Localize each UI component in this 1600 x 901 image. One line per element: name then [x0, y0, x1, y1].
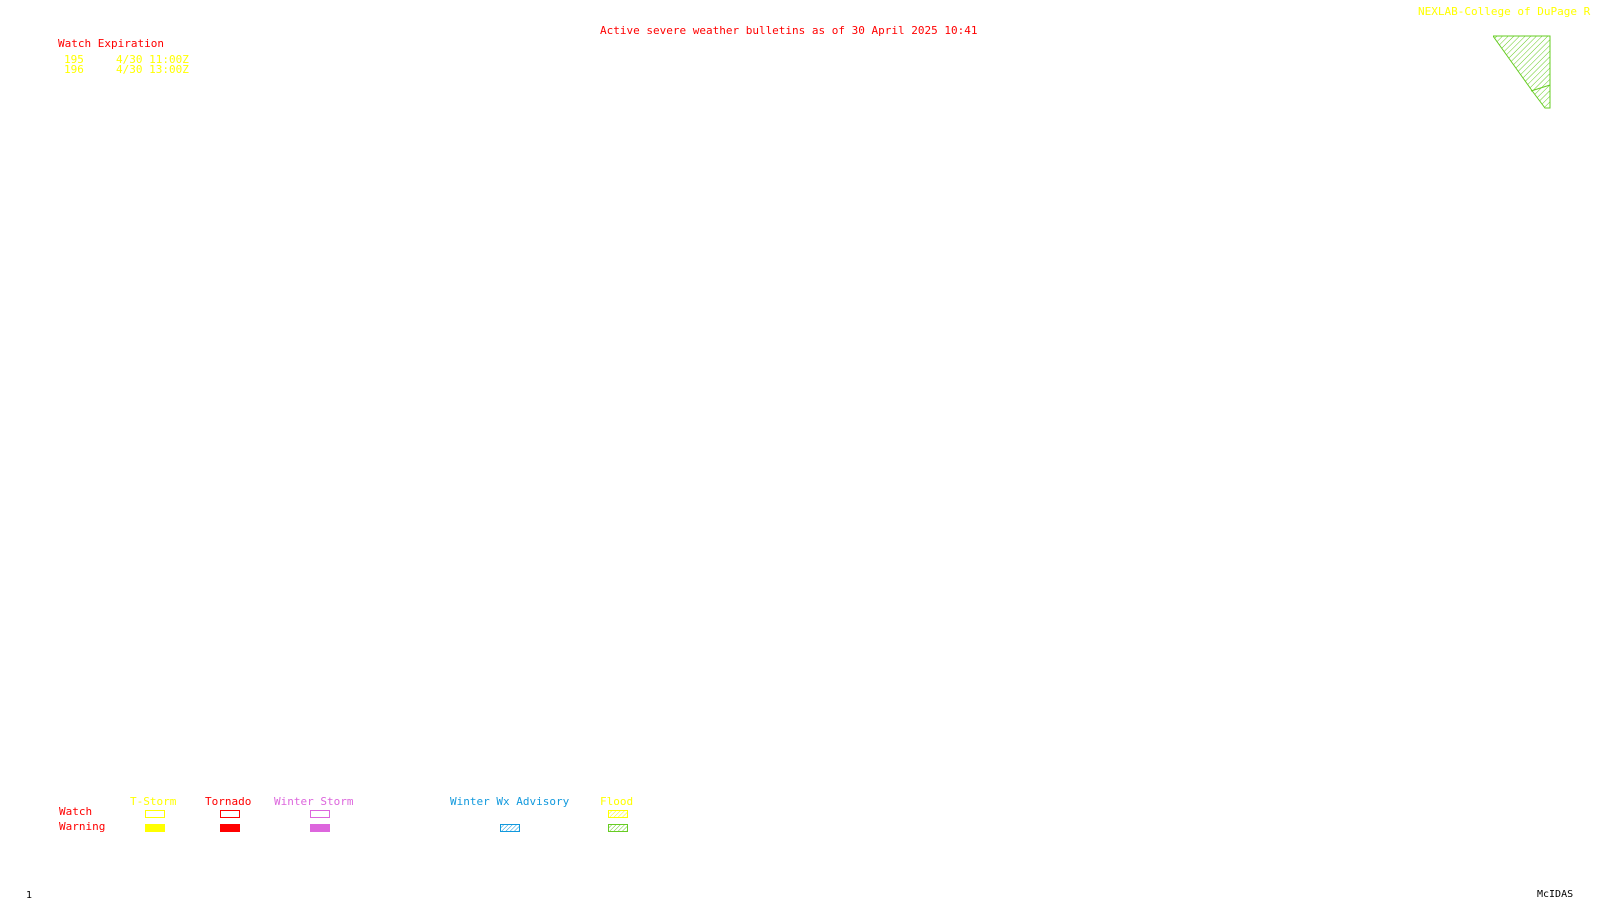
watch-expiration-heading: Watch Expiration	[58, 37, 164, 50]
winter-storm-warning-swatch	[310, 824, 330, 832]
winter-advisory-swatch	[500, 824, 520, 832]
tornado-watch-swatch	[220, 810, 240, 818]
legend: T-Storm Tornado Winter Storm Winter Wx A…	[0, 796, 700, 836]
watch-number: 196	[64, 63, 84, 76]
county-boundary-line	[1530, 84, 1551, 92]
legend-watch-row-label: Watch	[59, 805, 93, 818]
legend-flood-label: Flood	[600, 795, 634, 808]
legend-winter-advisory-label: Winter Wx Advisory	[450, 795, 570, 808]
legend-warning-row-label: Warning	[59, 820, 106, 833]
watch-number: 195	[64, 53, 84, 66]
tstorm-watch-swatch	[145, 810, 165, 818]
flood-watch-swatch	[608, 810, 628, 818]
frame-number: 1	[26, 890, 33, 901]
legend-tornado-label: Tornado	[205, 795, 252, 808]
flood-warning-area	[1493, 35, 1551, 109]
flood-warning-swatch	[608, 824, 628, 832]
brand-label: NEXLAB-College of DuPage R	[1418, 6, 1591, 17]
watch-row: 196 4/30 13:00Z	[64, 64, 189, 75]
watch-expiration-time: 4/30 13:00Z	[116, 63, 189, 76]
watch-row: 195 4/30 11:00Z	[64, 54, 189, 65]
tstorm-warning-swatch	[145, 824, 165, 832]
flood-warning-polygon	[1493, 35, 1551, 109]
bulletin-title: Active severe weather bulletins as of 30…	[600, 24, 978, 37]
legend-winter-storm-label: Winter Storm	[274, 795, 354, 808]
legend-tstorm-label: T-Storm	[130, 795, 177, 808]
watch-expiration-time: 4/30 11:00Z	[116, 53, 189, 66]
software-label: McIDAS	[1537, 889, 1574, 900]
winter-storm-watch-swatch	[310, 810, 330, 818]
tornado-warning-swatch	[220, 824, 240, 832]
